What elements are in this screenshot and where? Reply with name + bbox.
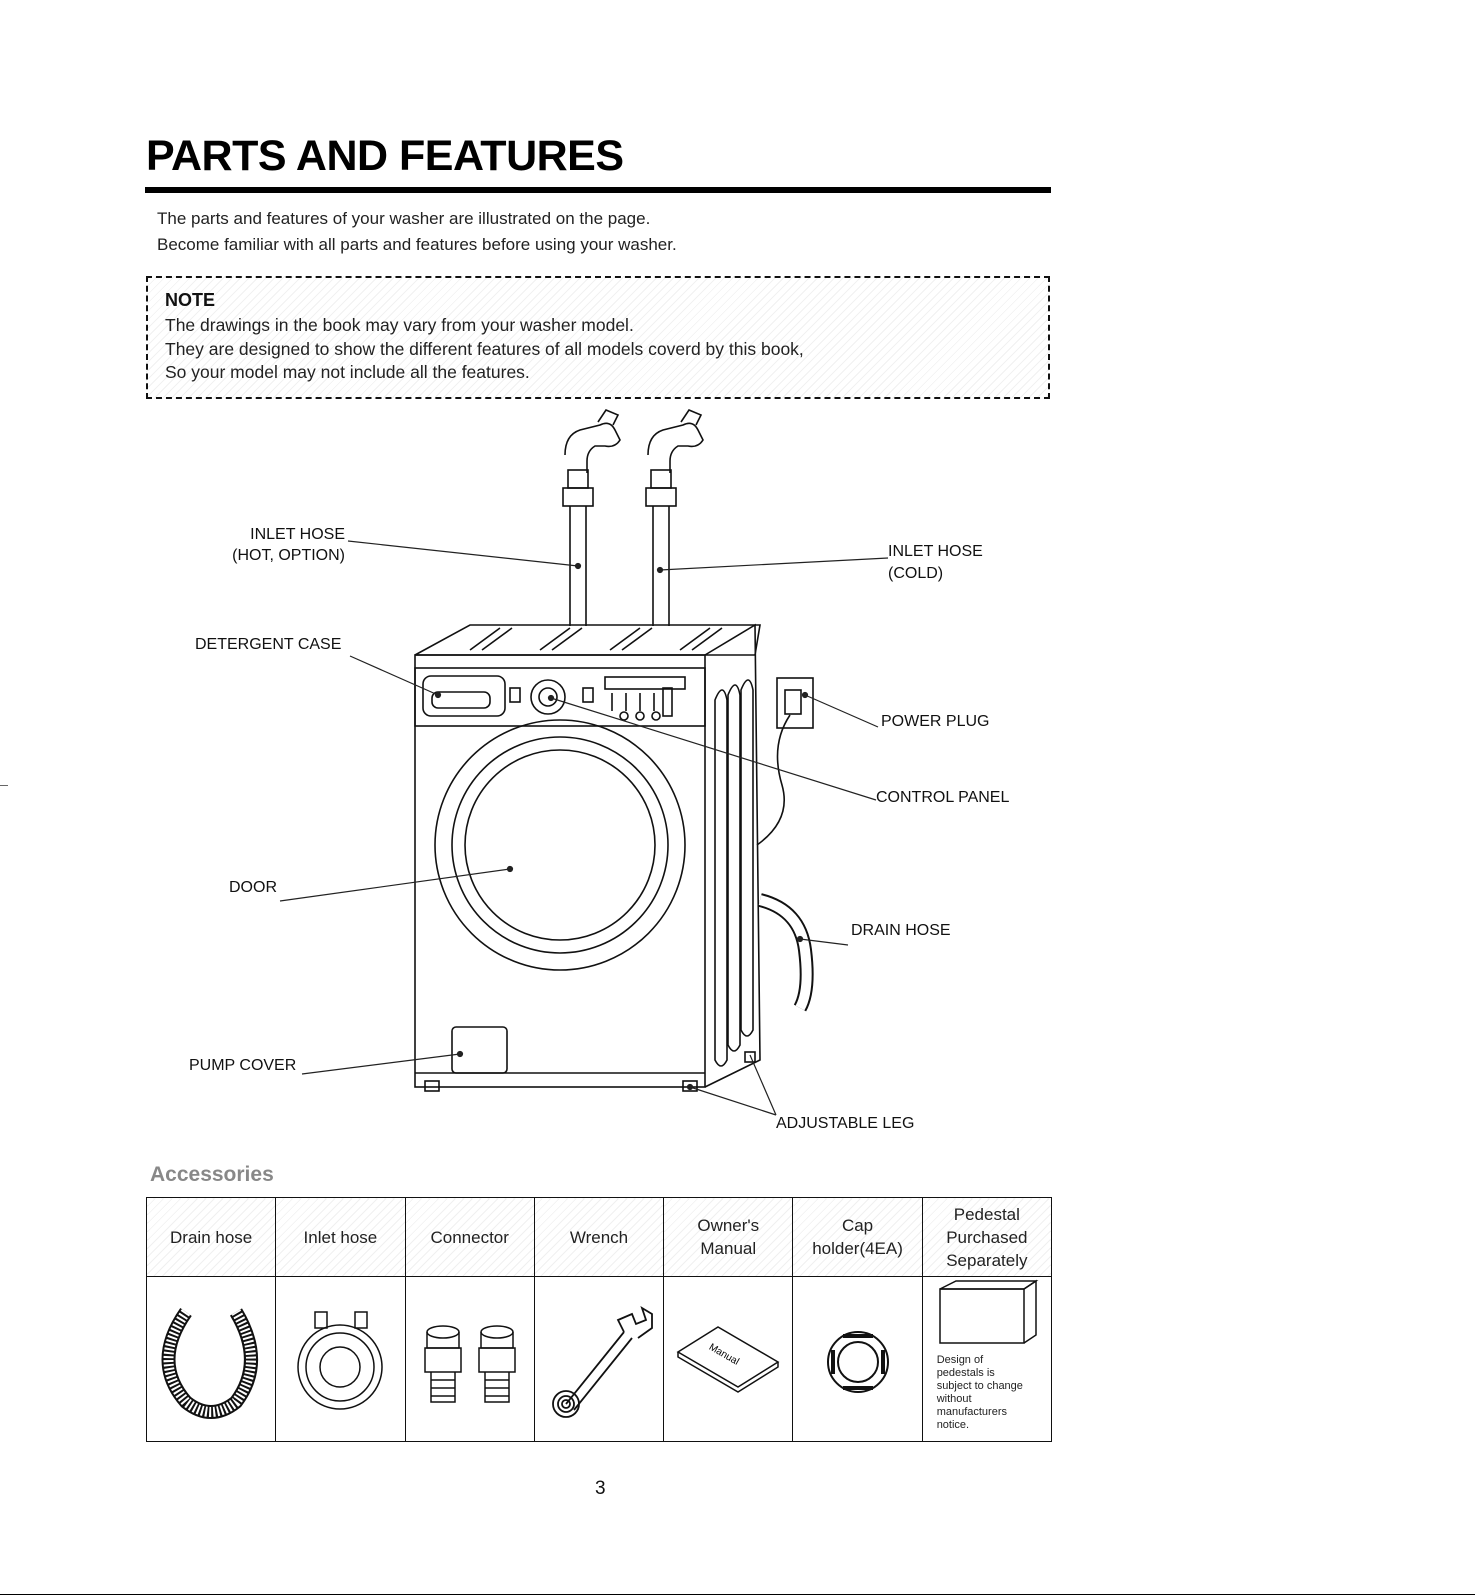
acc-label-drain-hose: Drain hose [145, 1197, 277, 1277]
acc-label-inlet-hose: Inlet hose [275, 1197, 406, 1277]
acc-cell-wrench [533, 1276, 665, 1442]
label-inlet-hose-cold: INLET HOSE [888, 543, 983, 560]
pedestal-note-line: subject to change [936, 1380, 1023, 1392]
note-title: NOTE [165, 290, 216, 310]
label-door: DOOR [229, 879, 277, 896]
note-line-3: So your model may not include all the fe… [165, 362, 530, 382]
acc-label-wrench: Wrench [533, 1197, 665, 1277]
note-line-1: The drawings in the book may vary from y… [165, 315, 634, 335]
acc-label-pedestal-l3: Separately [946, 1250, 1028, 1270]
accessories-heading: Accessories [150, 1163, 274, 1186]
label-inlet-hose-hot-sub: (HOT, OPTION) [232, 547, 345, 564]
accessories-image-row: Manual Design of ped [145, 1276, 1053, 1442]
connector-icon [423, 1324, 516, 1403]
label-power-plug: POWER PLUG [881, 713, 990, 730]
pedestal-note-line: without [936, 1393, 972, 1405]
pedestal-note-line: pedestals is [936, 1367, 995, 1379]
manual-icon: Manual [676, 1325, 780, 1393]
pedestal-note: Design of pedestals is subject to change… [923, 1354, 1051, 1432]
acc-cell-pedestal: Design of pedestals is subject to change… [921, 1276, 1053, 1442]
page-number: 3 [595, 1478, 606, 1499]
pedestal-note-line: notice. [936, 1419, 970, 1431]
acc-label-pedestal: Pedestal Purchased Separately [921, 1197, 1053, 1277]
acc-label-pedestal-l2: Purchased [946, 1227, 1028, 1247]
intro-line-1: The parts and features of your washer ar… [157, 209, 651, 228]
accessories-header-row: Drain hose Inlet hose Connector Wrench O… [145, 1197, 1053, 1277]
label-drain-hose: DRAIN HOSE [851, 922, 951, 939]
label-adjustable-leg: ADJUSTABLE LEG [776, 1115, 915, 1132]
acc-label-cap-holder-l1: Cap [841, 1216, 874, 1235]
pedestal-note-line: Design of [936, 1354, 984, 1366]
acc-cell-owners-manual: Manual [663, 1276, 794, 1442]
margin-tick [0, 785, 8, 786]
inlet-hose-icon [297, 1310, 384, 1410]
pedestal-icon [939, 1279, 1039, 1344]
acc-cell-cap-holder [792, 1276, 923, 1442]
acc-label-cap-holder-l2: holder(4EA) [812, 1239, 903, 1258]
page-title: PARTS AND FEATURES [146, 132, 624, 180]
label-detergent-case: DETERGENT CASE [195, 636, 342, 653]
acc-label-pedestal-l1: Pedestal [953, 1204, 1020, 1224]
acc-label-owners-manual-l1: Owner's [697, 1216, 760, 1235]
cold-faucet-icon [645, 409, 704, 626]
hot-faucet-icon [562, 409, 621, 626]
note-box: NOTE The drawings in the book may vary f… [146, 276, 1050, 399]
note-line-2: They are designed to show the different … [165, 339, 804, 359]
washer-diagram [279, 409, 889, 1116]
accessories-table: Drain hose Inlet hose Connector Wrench O… [145, 1197, 1053, 1442]
acc-label-connector: Connector [404, 1197, 535, 1277]
wrench-icon [552, 1305, 653, 1418]
acc-label-owners-manual-l2: Manual [700, 1239, 757, 1258]
label-pump-cover: PUMP COVER [189, 1057, 297, 1074]
acc-cell-drain-hose [145, 1276, 277, 1442]
acc-cell-inlet-hose [275, 1276, 406, 1442]
pedestal-note-line: manufacturers [936, 1406, 1007, 1418]
label-inlet-hose-cold-sub: (COLD) [888, 565, 944, 582]
cap-holder-icon [826, 1330, 889, 1393]
label-control-panel: CONTROL PANEL [876, 789, 1010, 806]
manual-cover-text: Manual [707, 1341, 741, 1367]
acc-cell-connector [404, 1276, 535, 1442]
title-rule [145, 187, 1051, 193]
intro-line-2: Become familiar with all parts and featu… [157, 235, 677, 254]
acc-label-cap-holder: Cap holder(4EA) [792, 1197, 923, 1277]
acc-label-owners-manual: Owner's Manual [663, 1197, 794, 1277]
label-inlet-hose-hot: INLET HOSE [250, 526, 345, 543]
drain-hose-icon [161, 1307, 259, 1419]
